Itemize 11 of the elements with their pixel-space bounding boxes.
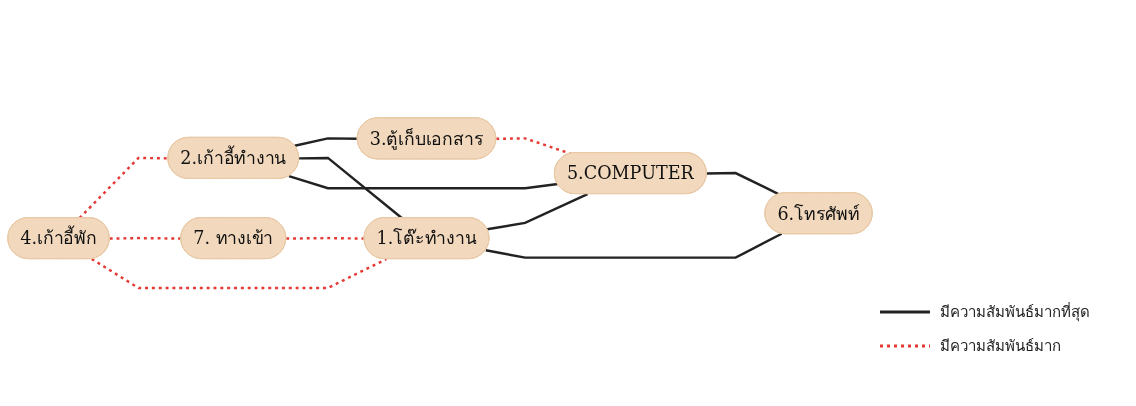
connector: [294, 137, 358, 148]
connector: [78, 156, 169, 219]
connector: [91, 258, 387, 290]
connector: [487, 193, 588, 231]
legend-label: มีความสัมพันธ์มาก: [940, 336, 1061, 357]
connector: [706, 171, 780, 196]
connector: [286, 237, 365, 240]
legend-label: มีความสัมพันธ์มากที่สุด: [940, 301, 1090, 324]
connector: [109, 237, 182, 240]
connector: [485, 232, 783, 259]
connector: [288, 175, 558, 190]
